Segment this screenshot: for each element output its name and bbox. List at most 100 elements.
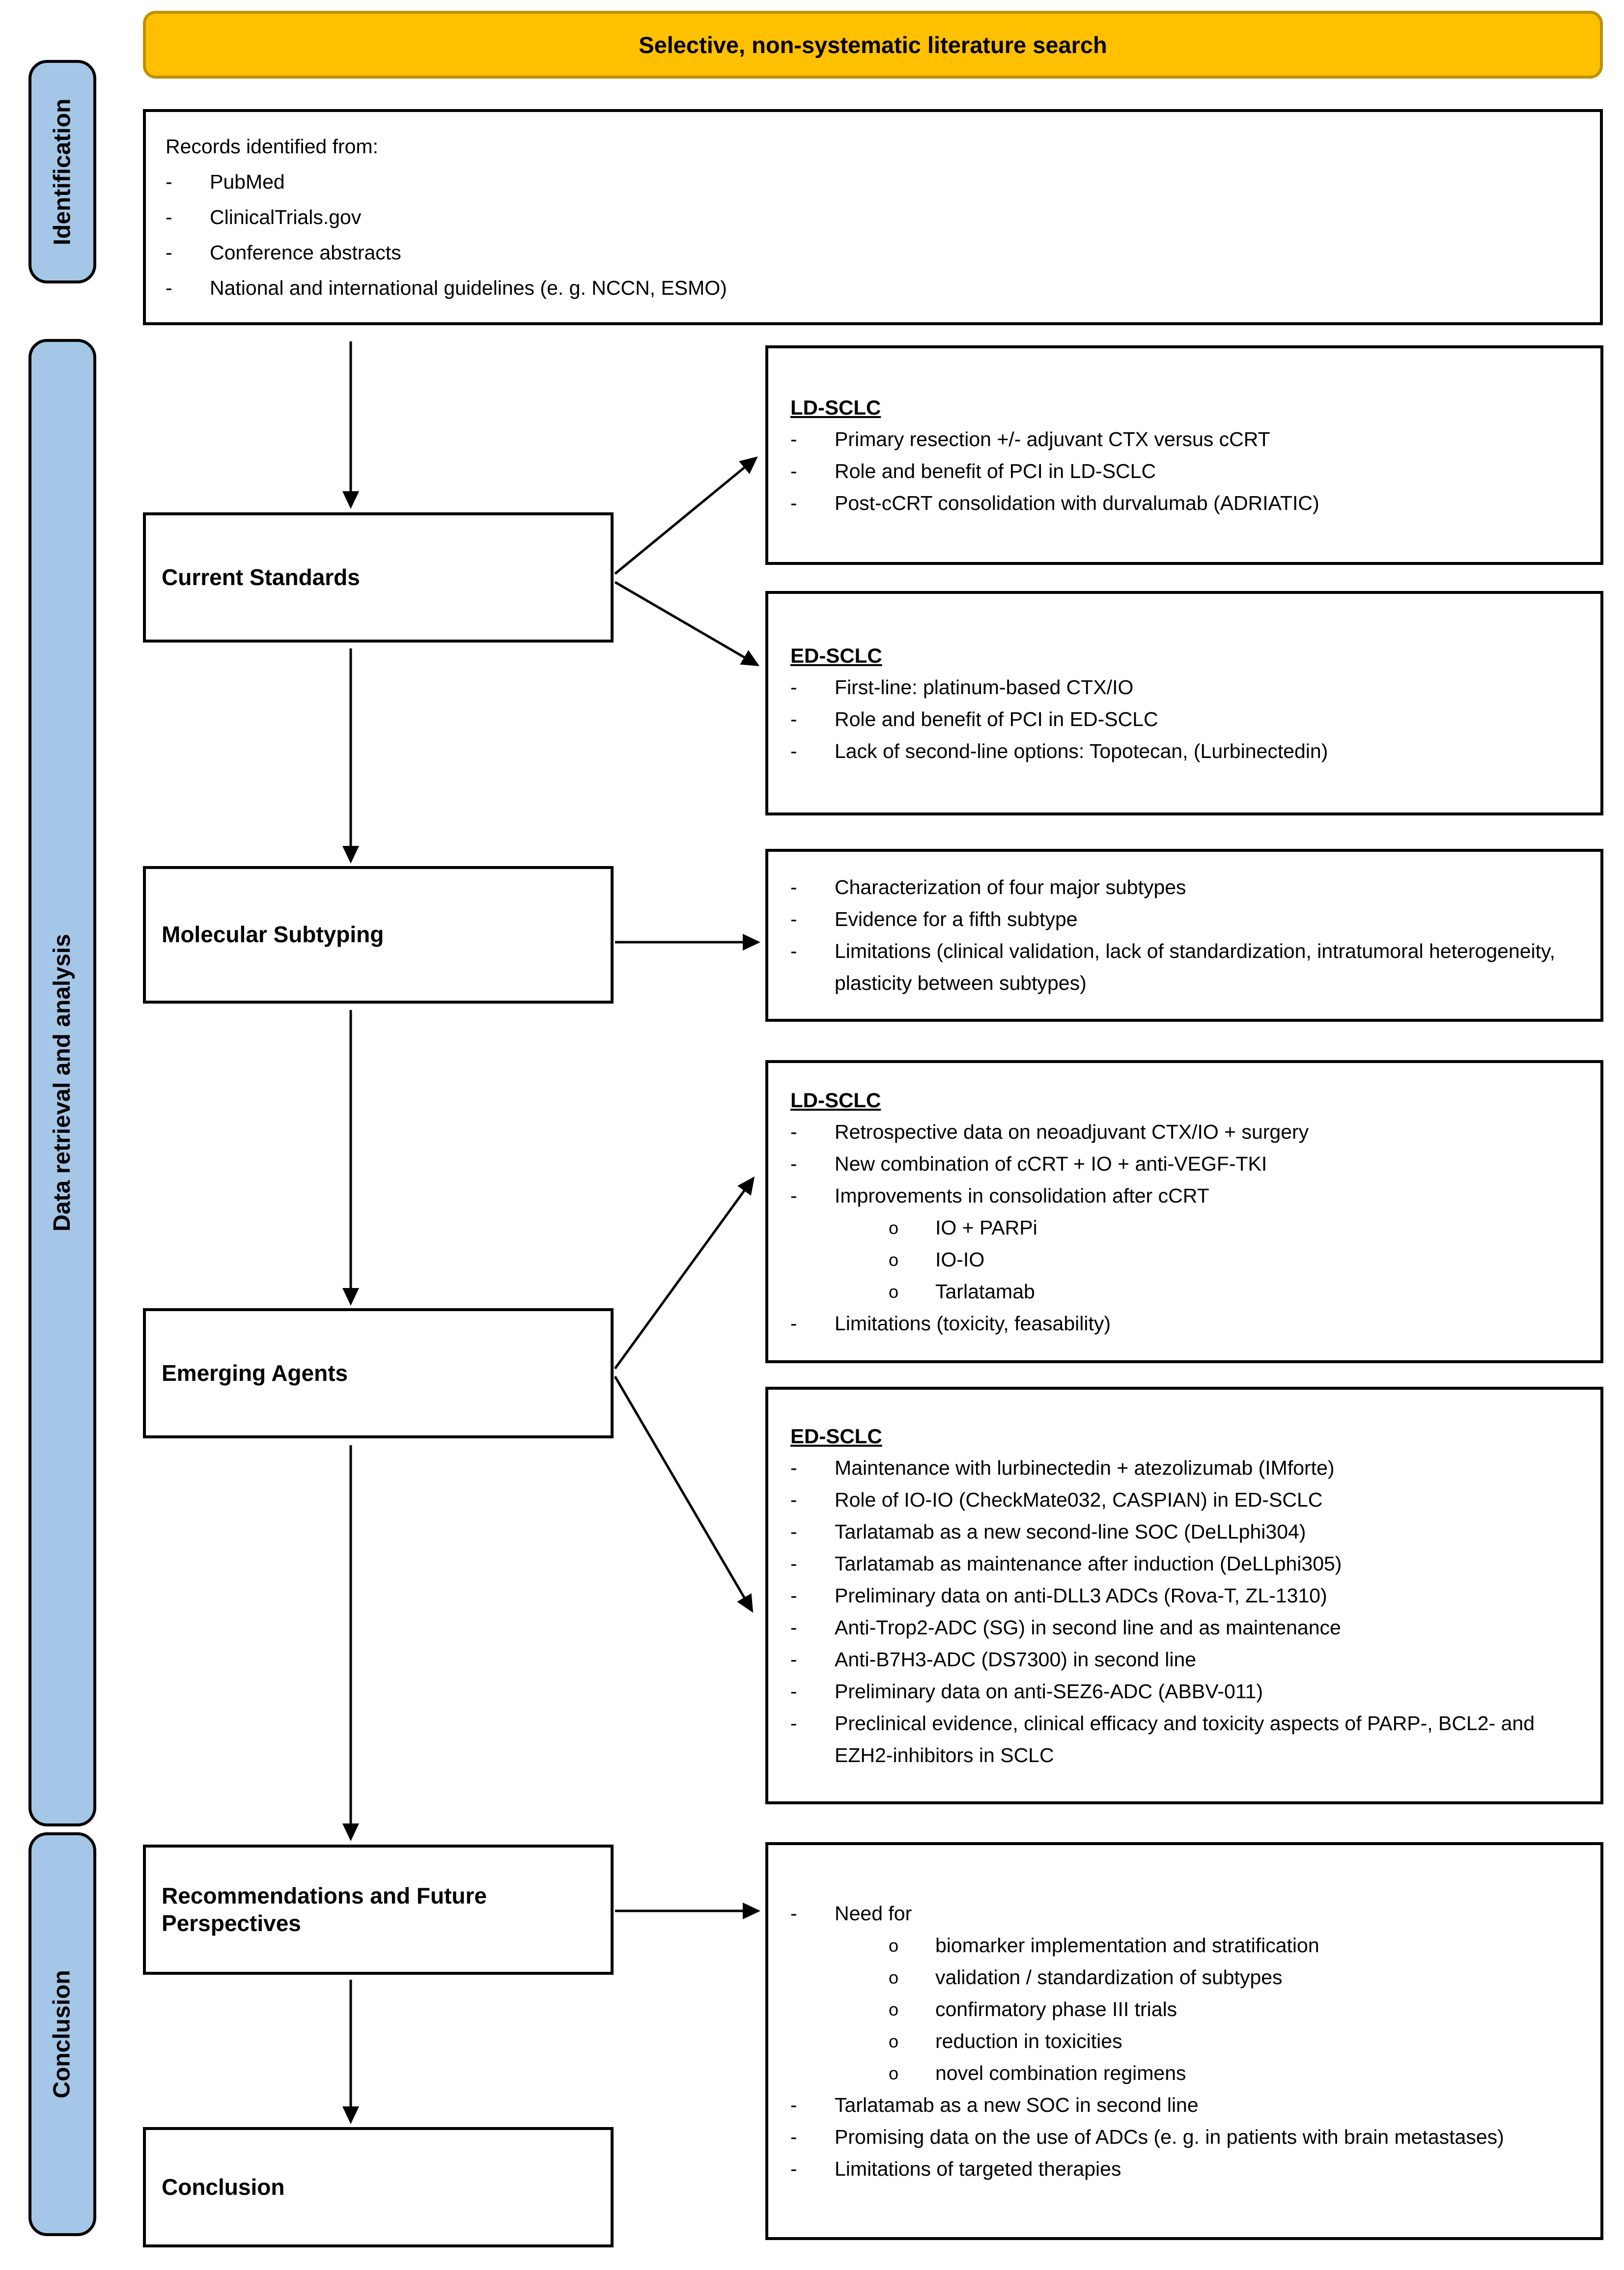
- banner-label: Selective, non-systematic literature sea…: [639, 31, 1107, 58]
- stage-emerging-agents: Emerging Agents: [143, 1308, 614, 1438]
- bullet-text: Evidence for a fifth subtype: [835, 908, 1078, 930]
- bullet-text: First-line: platinum-based CTX/IO: [835, 675, 1134, 699]
- bullet-item: - Preliminary data on anti-SEZ6-ADC (ABBV…: [790, 1676, 1588, 1708]
- bullet-item: - PubMed: [166, 164, 1580, 199]
- bullet-text: Tarlatamab as a new second-line SOC (DeL…: [835, 1520, 1306, 1543]
- sub-bullet-text: validation / standardization of subtypes: [935, 1965, 1283, 1989]
- dash-marker: -: [790, 739, 797, 762]
- detail-emerging-agents-ld-sclc: LD-SCLC -Retrospective data on neoadjuva…: [765, 1060, 1603, 1363]
- stage-conclusion-label: Conclusion: [162, 2174, 285, 2200]
- dash-marker: -: [790, 2093, 797, 2116]
- detail-current-standards-ld-sclc: LD-SCLC -Primary resection +/- adjuvant …: [765, 345, 1603, 565]
- bullet-item: - Need for: [790, 1898, 1588, 1930]
- dash-marker: -: [166, 277, 172, 299]
- dash-marker: -: [790, 1680, 797, 1703]
- sidebar-conclusion: Conclusion: [28, 1832, 96, 2236]
- bullet-text: Limitations (clinical validation, lack o…: [835, 940, 1555, 994]
- dash-marker: -: [790, 1648, 797, 1671]
- bullet-item: -Role and benefit of PCI in LD-SCLC: [790, 455, 1588, 487]
- stage-molecular-subtyping: Molecular Subtyping: [143, 866, 614, 1004]
- dash-marker: -: [790, 2125, 797, 2148]
- dash-marker: -: [790, 908, 797, 930]
- records-identified-box: Records identified from: -PubMed-Clinica…: [143, 109, 1603, 325]
- arrow-emerging-to-ed: [614, 1375, 754, 1613]
- sub-bullet-text: confirmatory phase III trials: [935, 1997, 1177, 2020]
- bullet-text: Preliminary data on anti-DLL3 ADCs (Rova…: [835, 1584, 1327, 1607]
- sub-bullet-text: IO-IO: [935, 1248, 985, 1271]
- bullet-text: Tarlatamab as a new SOC in second line: [835, 2093, 1199, 2116]
- bullet-text: PubMed: [210, 170, 285, 193]
- bullet-item: - Evidence for a fifth subtype: [790, 903, 1588, 935]
- bullet-item: - Lack of second-line options: Topotecan,…: [790, 735, 1588, 767]
- detail-bullet-list: -First-line: platinum-based CTX/IO-Role …: [790, 672, 1588, 767]
- dash-marker: -: [790, 427, 797, 450]
- bullet-item: - Tarlatamab as a new SOC in second line: [790, 2089, 1588, 2121]
- arrow-emerging-to-ld: [614, 1176, 755, 1370]
- dash-marker: -: [790, 1552, 797, 1575]
- sidebar-data-retrieval-and-analysis: Data retrieval and analysis: [28, 339, 96, 1826]
- dash-marker: -: [790, 1312, 797, 1335]
- bullet-text: Promising data on the use of ADCs (e. g.…: [835, 2125, 1504, 2148]
- dash-marker: -: [790, 1520, 797, 1543]
- bullet-text: Role and benefit of PCI in ED-SCLC: [835, 707, 1158, 730]
- detail-heading: ED-SCLC: [790, 644, 882, 667]
- bullet-item: - Improvements in consolidation after cCR…: [790, 1180, 1588, 1212]
- stage-recommendations-label: Recommendations and Future Perspectives: [162, 1883, 487, 1936]
- stage-molecular-subtyping-label: Molecular Subtyping: [162, 922, 384, 948]
- bullet-item: -Tarlatamab as maintenance after inducti…: [790, 1548, 1588, 1580]
- detail-molecular-subtyping: -Characterization of four major subtypes…: [765, 849, 1603, 1022]
- bullet-item: -Retrospective data on neoadjuvant CTX/I…: [790, 1116, 1588, 1148]
- bullet-item: -Preliminary data on anti-DLL3 ADCs (Rov…: [790, 1580, 1588, 1612]
- detail-current-standards-ed-sclc: ED-SCLC -First-line: platinum-based CTX/…: [765, 591, 1603, 815]
- bullet-text: New combination of cCRT + IO + anti-VEGF…: [835, 1152, 1267, 1175]
- stage-conclusion: Conclusion: [143, 2127, 614, 2247]
- bullet-item: - Preclinical evidence, clinical efficacy…: [790, 1708, 1588, 1771]
- bullet-item: -Characterization of four major subtypes: [790, 871, 1588, 903]
- circle-marker: o: [889, 1999, 899, 2019]
- bullet-item: - Limitations (toxicity, feasability): [790, 1308, 1588, 1340]
- bullet-item: -First-line: platinum-based CTX/IO: [790, 672, 1588, 703]
- dash-marker: -: [166, 170, 172, 193]
- literature-search-banner: Selective, non-systematic literature sea…: [143, 11, 1603, 79]
- dash-marker: -: [790, 1184, 797, 1207]
- bullet-item: - Anti-B7H3-ADC (DS7300) in second line: [790, 1644, 1588, 1676]
- bullet-text: Need for: [835, 1902, 912, 1925]
- sidebar-conclusion-label: Conclusion: [49, 1970, 76, 2099]
- stage-current-standards-label: Current Standards: [162, 564, 360, 590]
- bullet-item: -National and international guidelines (…: [166, 270, 1580, 306]
- sub-bullet-text: Tarlatamab: [935, 1280, 1035, 1303]
- detail-emerging-agents-ed-sclc: ED-SCLC -Maintenance with lurbinectedin …: [765, 1387, 1603, 1804]
- arrow-current-standards-to-ld: [614, 456, 758, 575]
- sub-bullet-item: o confirmatory phase III trials: [889, 1993, 1588, 2025]
- bullet-text: Preclinical evidence, clinical efficacy …: [835, 1711, 1535, 1766]
- bullet-item: -Primary resection +/- adjuvant CTX vers…: [790, 423, 1588, 455]
- detail-heading: LD-SCLC: [790, 395, 881, 419]
- bullet-item: -Post-cCRT consolidation with durvalumab…: [790, 487, 1588, 519]
- bullet-item: -New combination of cCRT + IO + anti-VEG…: [790, 1148, 1588, 1180]
- bullet-text: Anti-B7H3-ADC (DS7300) in second line: [835, 1648, 1197, 1671]
- bullet-text: Improvements in consolidation after cCRT: [835, 1184, 1209, 1207]
- stage-recommendations-future-perspectives: Recommendations and Future Perspectives: [143, 1845, 614, 1975]
- dash-marker: -: [790, 2157, 797, 2180]
- bullet-text: Lack of second-line options: Topotecan, …: [835, 739, 1328, 762]
- bullet-text: Limitations (toxicity, feasability): [835, 1312, 1111, 1335]
- dash-marker: -: [790, 1711, 797, 1735]
- circle-marker: o: [889, 2031, 899, 2051]
- detail-heading: ED-SCLC: [790, 1424, 882, 1448]
- dash-marker: -: [790, 940, 797, 962]
- circle-marker: o: [889, 1281, 899, 1302]
- dash-marker: -: [790, 1120, 797, 1143]
- dash-marker: -: [790, 491, 797, 514]
- bullet-text: Role and benefit of PCI in LD-SCLC: [835, 459, 1156, 482]
- bullet-item: - Tarlatamab as a new second-line SOC (De…: [790, 1516, 1588, 1548]
- bullet-text: Preliminary data on anti-SEZ6-ADC (ABBV-…: [835, 1680, 1263, 1703]
- bullet-item: -Role and benefit of PCI in ED-SCLC: [790, 703, 1588, 735]
- detail-bullet-list: -Primary resection +/- adjuvant CTX vers…: [790, 423, 1588, 519]
- circle-marker: o: [889, 2063, 899, 2083]
- bullet-text: Characterization of four major subtypes: [835, 876, 1186, 898]
- dash-marker: -: [790, 1902, 797, 1925]
